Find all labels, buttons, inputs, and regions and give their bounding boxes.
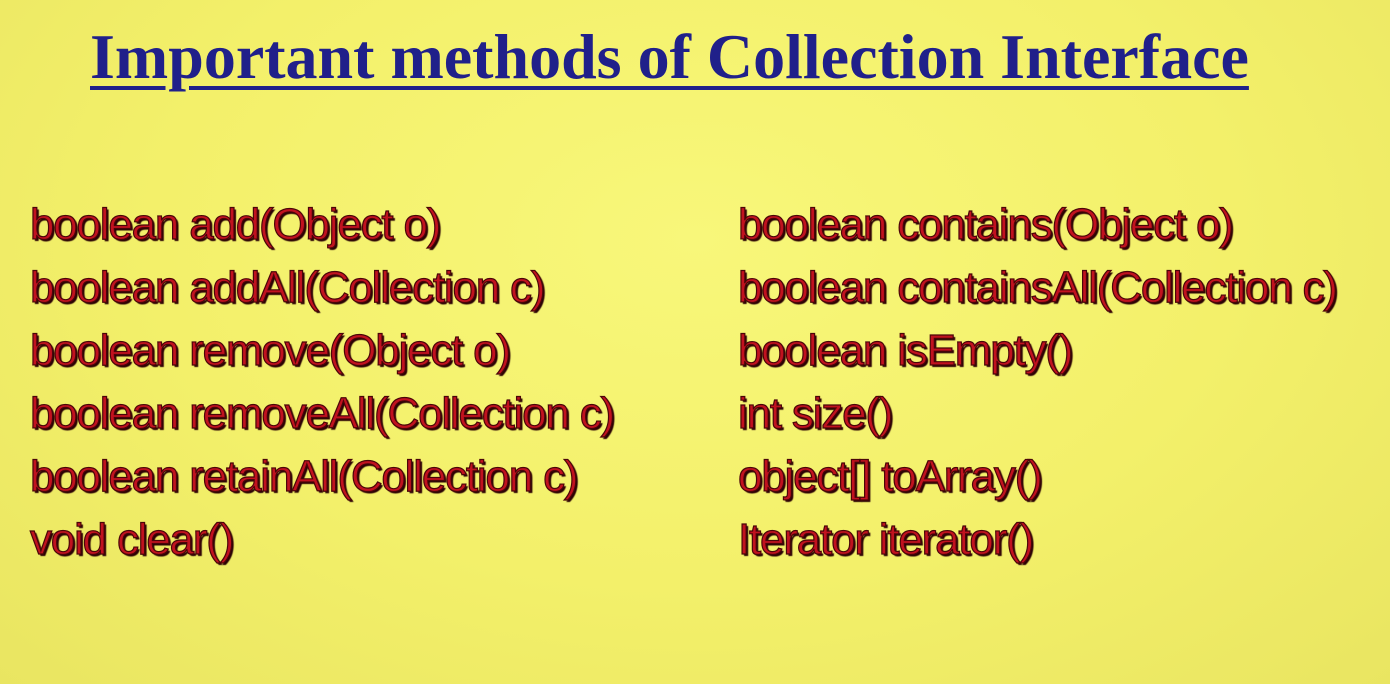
method-contains: boolean contains(Object o) bbox=[737, 199, 1234, 249]
method-add: boolean add(Object o) bbox=[29, 199, 442, 249]
right-method-list: boolean contains(Object o) boolean conta… bbox=[737, 193, 1388, 571]
slide-title: Important methods of Collection Interfac… bbox=[90, 21, 1249, 92]
method-to-array: object[] toArray() bbox=[737, 451, 1043, 501]
method-retain-all: boolean retainAll(Collection c) bbox=[29, 451, 579, 501]
left-method-list: boolean add(Object o) boolean addAll(Col… bbox=[29, 193, 710, 571]
method-iterator: Iterator iterator() bbox=[737, 514, 1034, 564]
method-size: int size() bbox=[737, 388, 894, 438]
method-is-empty: boolean isEmpty() bbox=[737, 325, 1074, 375]
method-remove: boolean remove(Object o) bbox=[29, 325, 511, 375]
method-clear: void clear() bbox=[29, 514, 235, 564]
method-remove-all: boolean removeAll(Collection c) bbox=[29, 388, 615, 438]
method-add-all: boolean addAll(Collection c) bbox=[29, 262, 546, 312]
method-contains-all: boolean containsAll(Collection c) bbox=[737, 262, 1338, 312]
